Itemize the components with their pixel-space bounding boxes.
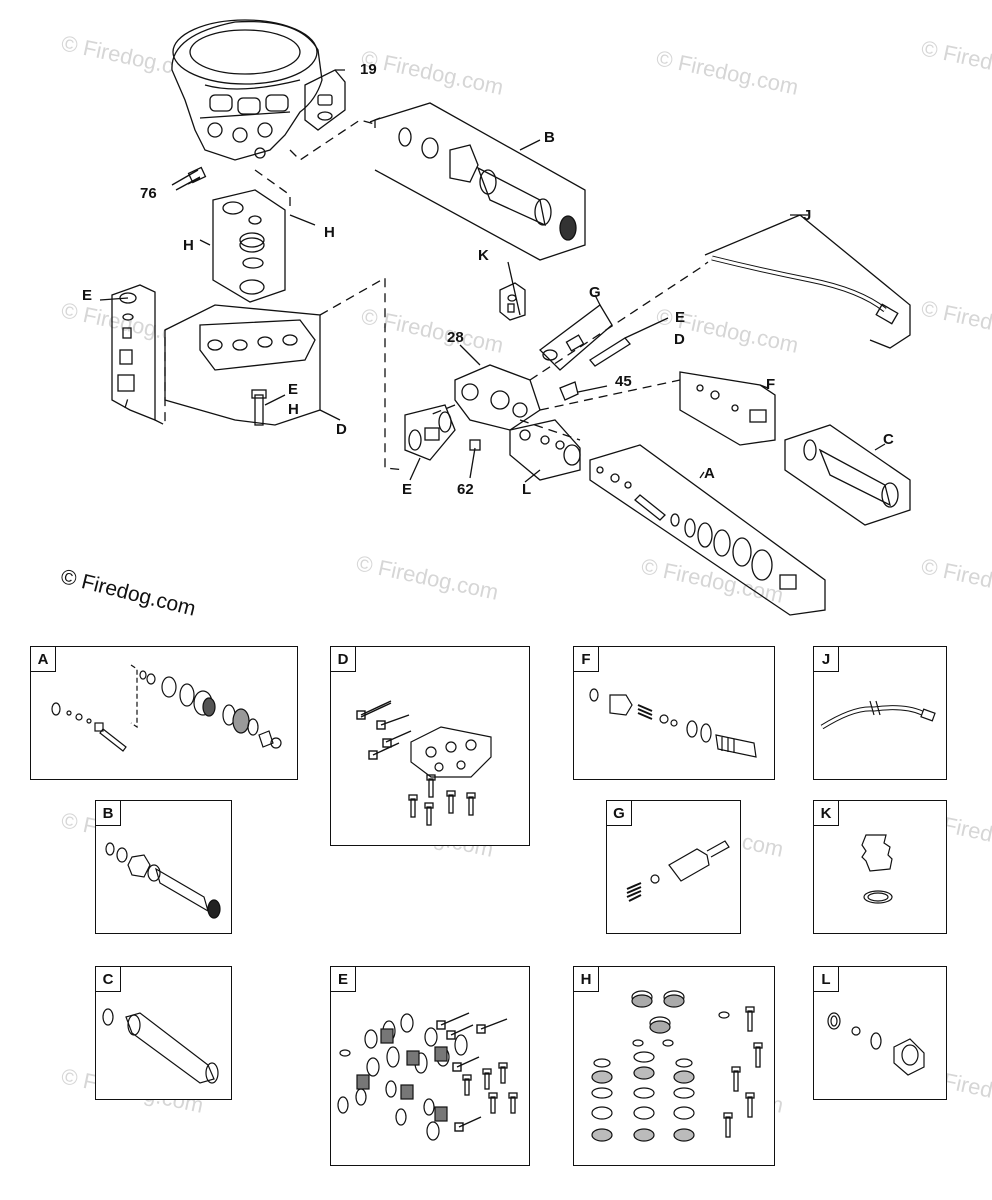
callout-e: E xyxy=(288,381,299,398)
exploded-parts-diagram xyxy=(99,19,911,616)
panel-c: C xyxy=(95,966,232,1100)
callout-28: 28 xyxy=(447,329,464,346)
callout-j: J xyxy=(803,207,812,224)
panel-e: E xyxy=(330,966,530,1166)
callout-k: K xyxy=(478,247,489,264)
panel-label: K xyxy=(814,801,839,826)
callout-c: C xyxy=(883,431,894,448)
panel-g: G xyxy=(606,800,741,934)
panel-label: C xyxy=(96,967,121,992)
panel-k: K xyxy=(813,800,947,934)
panel-j: J xyxy=(813,646,947,780)
callout-f: F xyxy=(766,376,776,393)
callout-l: L xyxy=(522,481,532,498)
callout-b: B xyxy=(544,129,555,146)
panel-label: A xyxy=(31,647,56,672)
callout-19: 19 xyxy=(360,61,377,78)
panel-b: B xyxy=(95,800,232,934)
pump-housing xyxy=(171,19,323,161)
callout-h: H xyxy=(288,401,299,418)
panel-h: H xyxy=(573,966,775,1166)
panel-a: A xyxy=(30,646,298,780)
panel-label: E xyxy=(331,967,356,992)
panel-label: J xyxy=(814,647,839,672)
callout-d: D xyxy=(336,421,347,438)
panel-label: F xyxy=(574,647,599,672)
callout-d: D xyxy=(674,331,685,348)
panel-d: D xyxy=(330,646,530,846)
panel-label: B xyxy=(96,801,121,826)
callout-45: 45 xyxy=(615,373,632,390)
callout-76: 76 xyxy=(140,185,157,202)
panel-l: L xyxy=(813,966,947,1100)
panel-label: D xyxy=(331,647,356,672)
callout-a: A xyxy=(704,465,715,482)
callout-e: E xyxy=(675,309,686,326)
panel-label: L xyxy=(814,967,839,992)
callout-62: 62 xyxy=(457,481,474,498)
panel-label: H xyxy=(574,967,599,992)
panel-f: F xyxy=(573,646,775,780)
panel-label: G xyxy=(607,801,632,826)
callout-e: E xyxy=(402,481,413,498)
callout-h: H xyxy=(183,237,194,254)
callout-e: E xyxy=(82,287,93,304)
callout-g: G xyxy=(589,284,601,301)
callout-h: H xyxy=(324,224,335,241)
